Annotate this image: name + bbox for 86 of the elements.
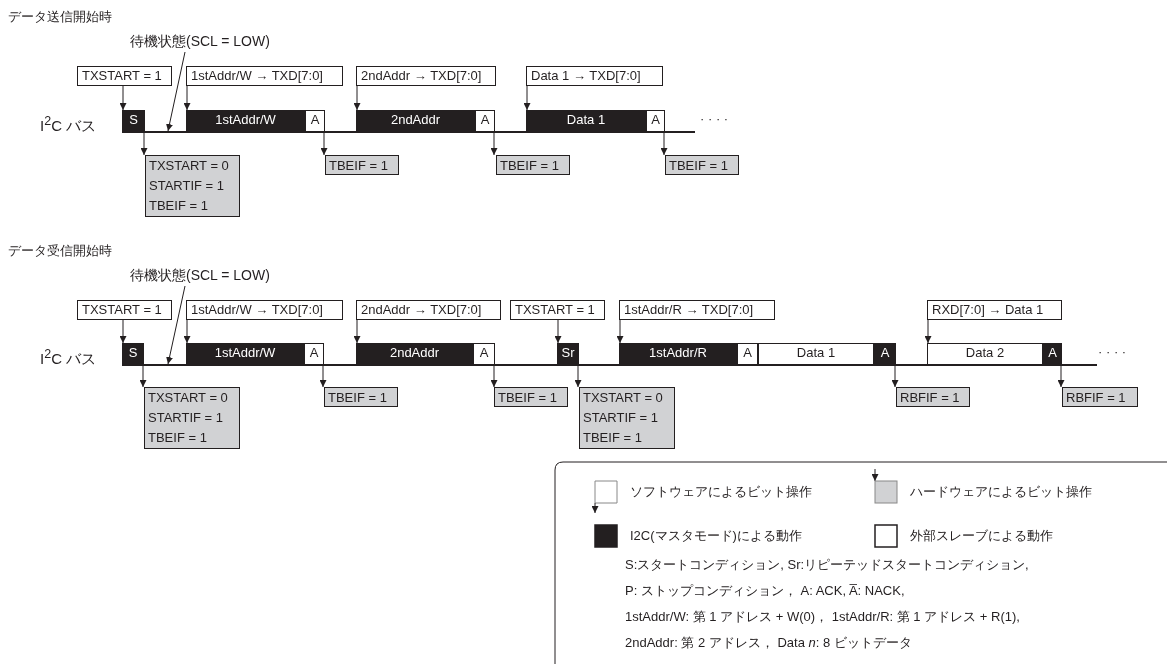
legend-note: 1stAddr/W: 第 1 アドレス + W(0)， 1stAddr/R: 第 1 アドレス + R(1),: [625, 608, 1020, 626]
arrow: [319, 364, 327, 388]
bus-segment: S: [122, 110, 145, 132]
callout-box: TXSTART = 1: [77, 66, 172, 86]
flag-box: [144, 387, 240, 449]
flag-box: TBEIF = 1: [324, 387, 398, 407]
bus-segment: 1stAddr/W: [186, 110, 305, 132]
callout-box: 1stAddr/W → TXD[7:0]: [186, 300, 343, 320]
arrow: [119, 85, 127, 111]
bus-segment: 1stAddr/W: [186, 343, 304, 365]
bus-segment: A: [874, 343, 896, 365]
arrow: [490, 131, 498, 156]
bus-segment: Data 1: [526, 110, 646, 132]
flag-text: TXSTART = 0: [583, 389, 664, 407]
flag-box: TBEIF = 1: [325, 155, 399, 175]
legend-note: 2ndAddr: 第 2 アドレス， Data n: 8 ビットデータ: [625, 634, 912, 652]
bus-segment: Data 2: [927, 343, 1043, 365]
bus-segment: A: [473, 343, 495, 365]
arrow: [139, 364, 147, 388]
arrow: [574, 364, 582, 388]
arrow: [616, 319, 624, 344]
bus-segment: Data 1: [758, 343, 874, 365]
callout-box: TXSTART = 1: [510, 300, 605, 320]
arrow: [119, 319, 127, 344]
arrow: [490, 364, 498, 388]
continuation-dots: · · · ·: [700, 110, 729, 128]
legend-text: I2C(マスタモード)による動作: [630, 527, 802, 545]
arrow: [183, 85, 191, 111]
bus-segment: 2ndAddr: [356, 343, 473, 365]
flag-box: TBEIF = 1: [496, 155, 570, 175]
flag-text: STARTIF = 1: [149, 177, 225, 195]
arrow: [183, 319, 191, 344]
flag-text: TBEIF = 1: [149, 197, 209, 215]
flag-box: [579, 387, 675, 449]
arrow: [660, 131, 668, 156]
callout-box: 1stAddr/W → TXD[7:0]: [186, 66, 343, 86]
arrow: [353, 319, 361, 344]
flag-text: STARTIF = 1: [148, 409, 224, 427]
arrow: [1057, 364, 1065, 388]
annotation-text: 待機状態(SCL = LOW): [130, 266, 300, 286]
legend-text: 外部スレーブによる動作: [910, 527, 1053, 545]
arrow: [320, 131, 328, 156]
callout-box: Data 1 → TXD[7:0]: [526, 66, 663, 86]
flag-box: [145, 155, 240, 217]
callout-box: 2ndAddr → TXD[7:0]: [356, 300, 501, 320]
flag-text: TBEIF = 1: [583, 429, 643, 447]
arrow: [554, 319, 562, 344]
bus-segment: A: [305, 110, 325, 132]
legend-note: S:スタートコンディション, Sr:リピーテッドスタートコンディション,: [625, 556, 1029, 574]
callout-box: 2ndAddr → TXD[7:0]: [356, 66, 496, 86]
bus-segment: A: [1043, 343, 1062, 365]
arrow: [924, 319, 932, 344]
bus-line: [122, 364, 1097, 366]
bus-segment: S: [122, 343, 144, 365]
continuation-dots: · · · ·: [1098, 343, 1127, 361]
bus-segment: A: [304, 343, 324, 365]
arrow: [353, 85, 361, 111]
annotation-text: 待機状態(SCL = LOW): [130, 32, 300, 52]
section-heading: データ送信開始時: [8, 8, 112, 26]
arrow: [523, 85, 531, 111]
flag-text: TXSTART = 0: [149, 157, 230, 175]
flag-text: TBEIF = 1: [148, 429, 208, 447]
flag-box: RBFIF = 1: [896, 387, 970, 407]
flag-box: TBEIF = 1: [665, 155, 739, 175]
callout-box: 1stAddr/R → TXD[7:0]: [619, 300, 775, 320]
flag-box: TBEIF = 1: [494, 387, 568, 407]
bus-segment: A: [475, 110, 495, 132]
callout-box: TXSTART = 1: [77, 300, 172, 320]
bus-segment: A: [737, 343, 758, 365]
bus-label: I$^{2}$C バス: [40, 113, 97, 135]
bus-segment: A: [646, 110, 665, 132]
bus-segment: 2ndAddr: [356, 110, 475, 132]
bus-line: [122, 131, 695, 133]
bus-segment: 1stAddr/R: [619, 343, 737, 365]
legend-note: P: ストップコンディション， A: ACK, A̅: NACK,: [625, 582, 905, 600]
flag-text: STARTIF = 1: [583, 409, 659, 427]
arrow: [891, 364, 899, 388]
bus-label: I$^{2}$C バス: [40, 346, 97, 368]
callout-box: RXD[7:0] → Data 1: [927, 300, 1062, 320]
section-heading: データ受信開始時: [8, 242, 112, 260]
arrow: [140, 131, 148, 156]
bus-segment: Sr: [557, 343, 579, 365]
legend-text: ハードウェアによるビット操作: [910, 483, 1092, 501]
flag-box: RBFIF = 1: [1062, 387, 1138, 407]
flag-text: TXSTART = 0: [148, 389, 229, 407]
legend-text: ソフトウェアによるビット操作: [630, 483, 812, 501]
